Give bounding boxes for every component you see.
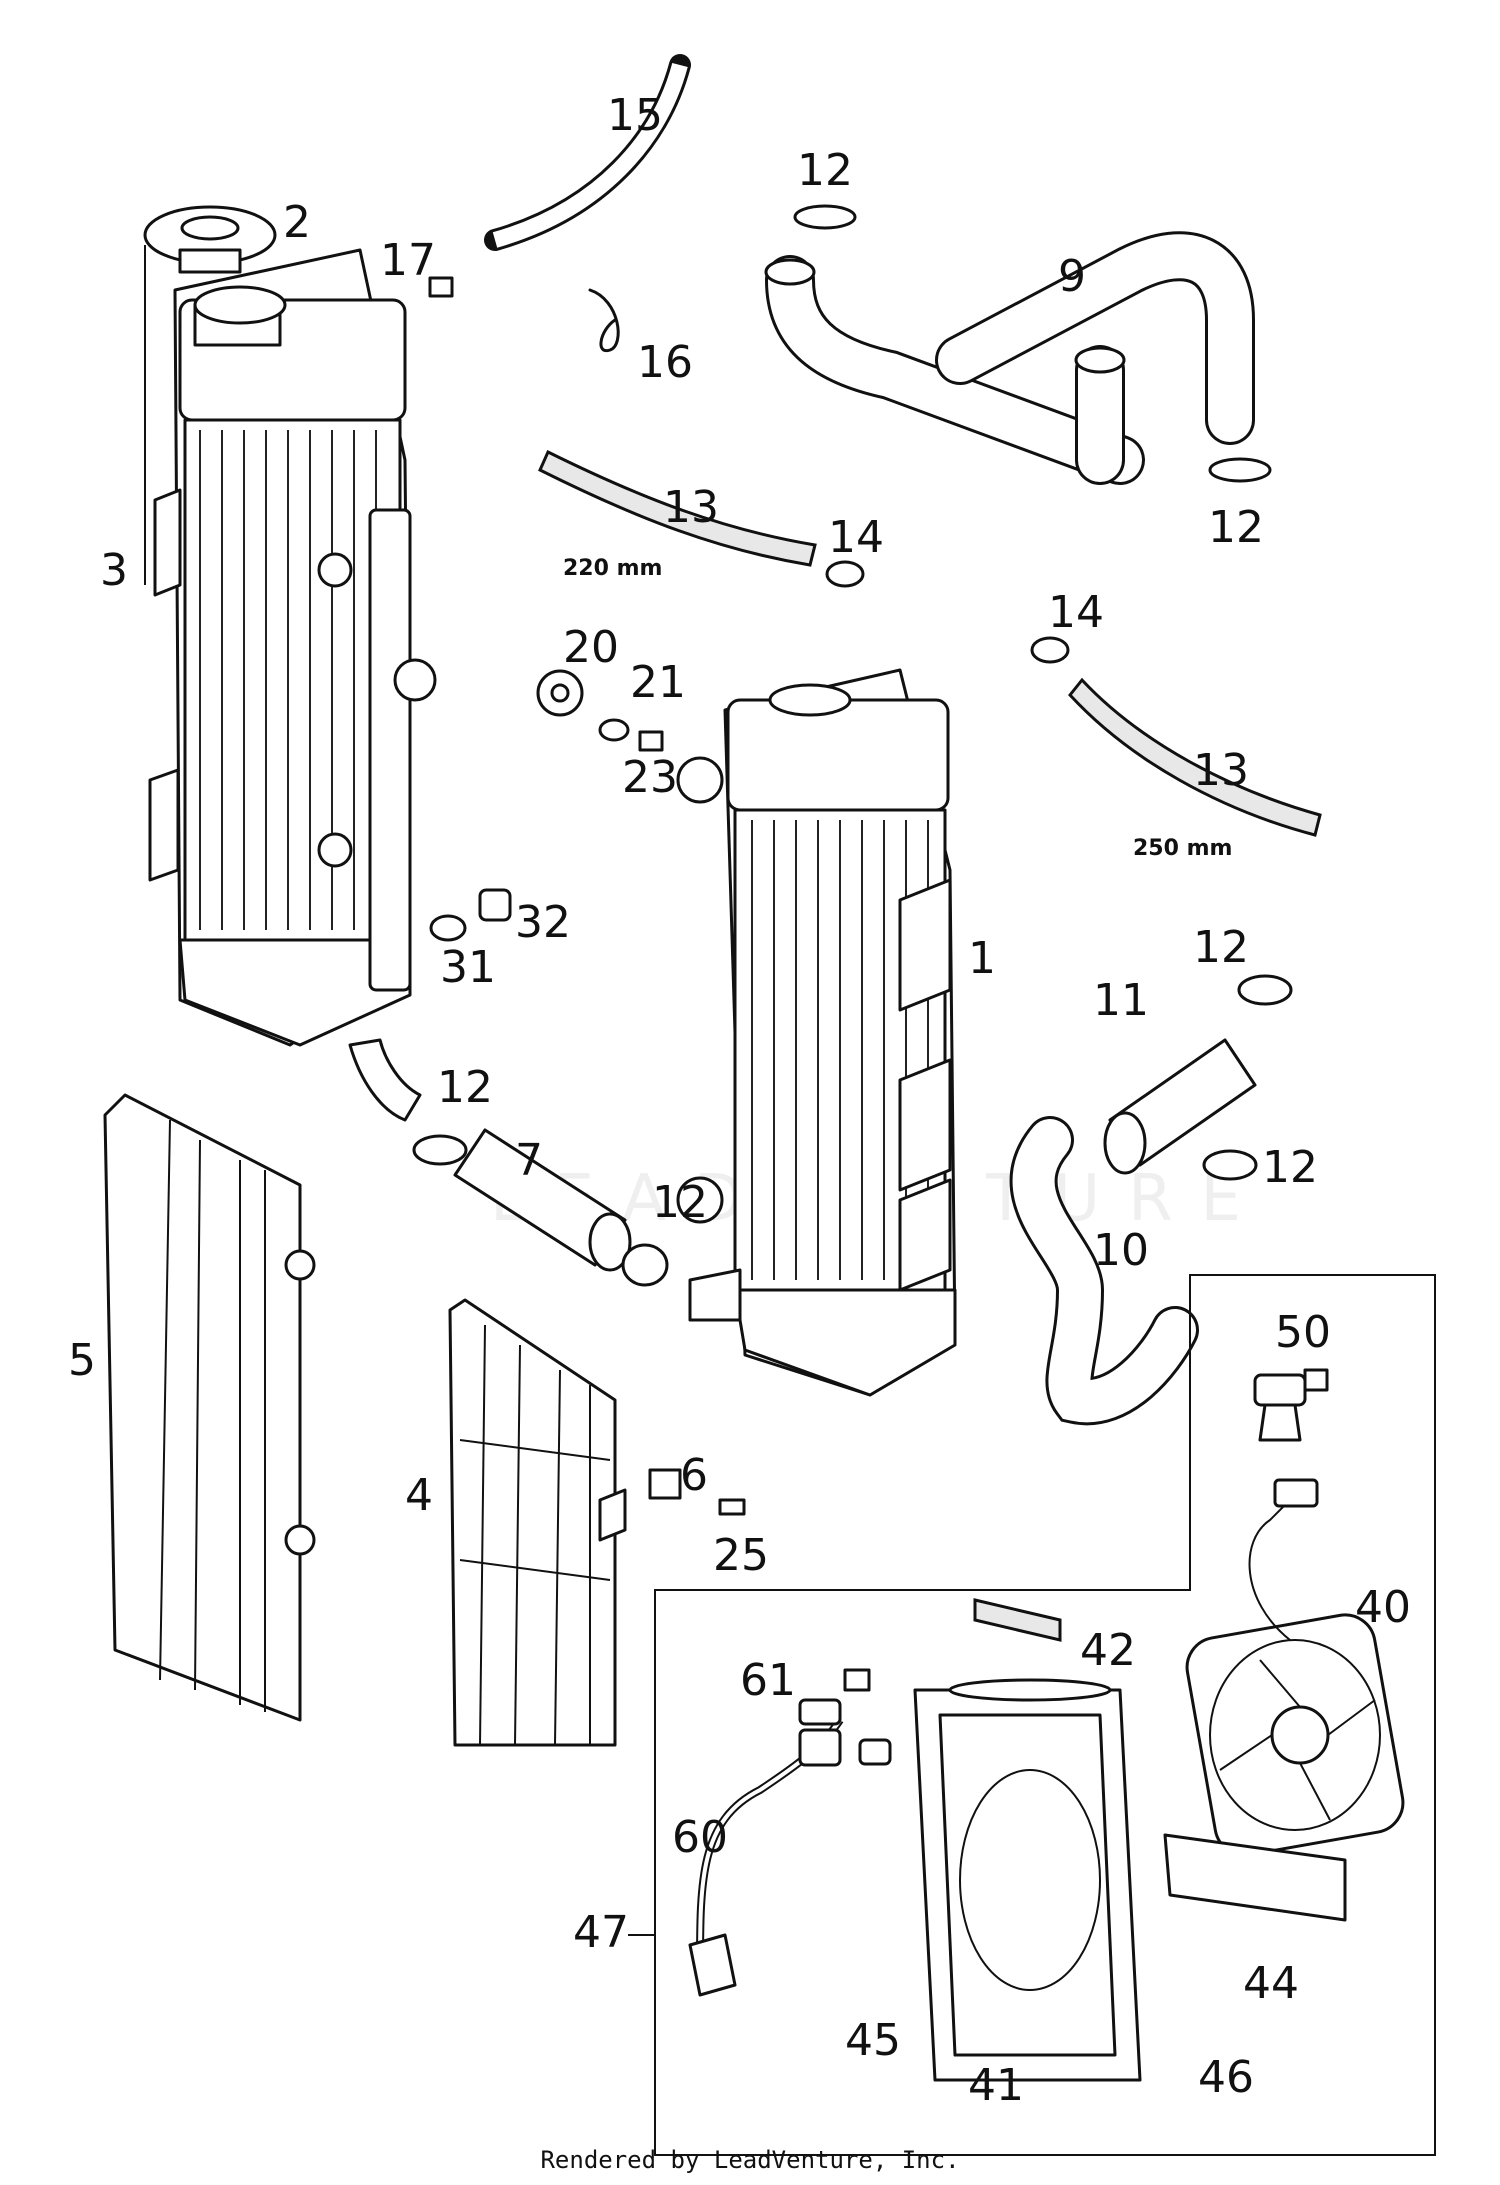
callout-12: 12 [1262, 1142, 1318, 1193]
callout-7: 7 [515, 1135, 543, 1186]
footer-credit: Rendered by LeadVenture, Inc. [540, 2146, 960, 2174]
callout-11: 11 [1093, 975, 1149, 1026]
foam-strip [973, 1598, 1062, 1642]
callout-12: 12 [1208, 502, 1264, 553]
callout-50: 50 [1275, 1307, 1331, 1358]
fan-shroud [913, 1678, 1142, 2082]
callout-5: 5 [68, 1335, 96, 1386]
fan-plate [1163, 1833, 1347, 1922]
callout-31: 31 [440, 942, 496, 993]
callout-1: 1 [968, 933, 996, 984]
left-spoiler [103, 1093, 316, 1722]
callout-12: 12 [652, 1177, 708, 1228]
callout-41: 41 [968, 2060, 1024, 2111]
fan-kit-frame [654, 1274, 1436, 2156]
left-radiator [148, 248, 437, 1122]
callout-32: 32 [515, 897, 571, 948]
dimension-label-220: 220 mm [563, 556, 662, 581]
callout-23: 23 [622, 752, 678, 803]
callout-21: 21 [630, 657, 686, 708]
callout-12: 12 [1193, 922, 1249, 973]
callout-3: 3 [100, 545, 128, 596]
dimension-label-250: 250 mm [1133, 836, 1232, 861]
callout-2: 2 [283, 197, 311, 248]
braided-hose-upper [538, 449, 817, 567]
temperature-switch [1253, 1368, 1329, 1442]
short-hose-11 [1103, 1038, 1257, 1175]
callout-14: 14 [828, 512, 884, 563]
callout-47: 47 [573, 1907, 629, 1958]
callout-12: 12 [437, 1062, 493, 1113]
electric-fan [1185, 1478, 1405, 1857]
callout-6: 6 [680, 1450, 708, 1501]
braided-hose-lower [1068, 677, 1322, 837]
callout-20: 20 [563, 622, 619, 673]
right-radiator [676, 668, 957, 1397]
callout-17: 17 [380, 235, 436, 286]
small-hardware [428, 276, 746, 1516]
callout-45: 45 [845, 2015, 901, 2066]
callout-46: 46 [1198, 2052, 1254, 2103]
callout-61: 61 [740, 1655, 796, 1706]
short-hose-7 [453, 1128, 632, 1272]
callout-13: 13 [1193, 745, 1249, 796]
callout-15: 15 [607, 90, 663, 141]
callout-42: 42 [1080, 1625, 1136, 1676]
callout-9: 9 [1058, 251, 1086, 302]
right-spoiler [448, 1298, 627, 1747]
callout-10: 10 [1093, 1225, 1149, 1276]
y-hose [764, 231, 1255, 485]
callout-60: 60 [672, 1812, 728, 1863]
cable-harness [688, 1668, 892, 1997]
callout-14: 14 [1048, 587, 1104, 638]
callout-4: 4 [405, 1470, 433, 1521]
callout-40: 40 [1355, 1582, 1411, 1633]
callout-12: 12 [797, 145, 853, 196]
callout-44: 44 [1243, 1958, 1299, 2009]
callout-25: 25 [713, 1530, 769, 1581]
callout-16: 16 [637, 337, 693, 388]
hose-clamp [412, 204, 1293, 1287]
radiator-cap [143, 205, 277, 274]
callout-13: 13 [663, 482, 719, 533]
